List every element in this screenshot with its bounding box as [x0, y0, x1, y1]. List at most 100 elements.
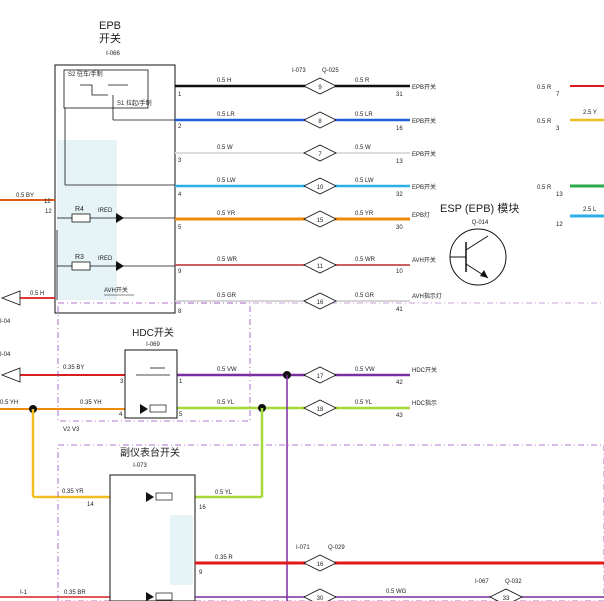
row-wire-left: 0.5 LR	[217, 112, 235, 118]
hdc-led-icon	[140, 404, 148, 414]
row-pin: 42	[396, 380, 403, 386]
row-pin: 30	[396, 225, 403, 231]
row-function: EPB开关	[412, 83, 436, 91]
row-wire-right: 0.5 VW	[355, 367, 375, 373]
left-connector-arrow-2-icon	[0, 367, 21, 383]
aux-pin-9: 9	[199, 570, 203, 576]
aux-out-wire: 0.5 YL	[215, 490, 233, 496]
inline-connector-row: 9	[303, 77, 337, 95]
hdc-code: I-069	[146, 342, 160, 348]
epb-code: I-066	[106, 51, 120, 57]
row-pin: 16	[396, 126, 403, 132]
connector-ref: Q-029	[328, 545, 345, 551]
row-wire-left: 0.5 LW	[217, 178, 236, 184]
left-wire-1-label: 0.5 BY	[16, 193, 34, 199]
svg-text:16: 16	[317, 300, 324, 306]
aux-wg-wire: 0.5 WG	[386, 589, 407, 595]
left-wire-5-pin: 14	[87, 502, 94, 508]
aux-dash-box	[57, 444, 604, 601]
esp-code: Q-014	[472, 220, 489, 226]
row-function: HDC开关	[412, 366, 437, 374]
ired-2-label: IRED	[98, 256, 113, 262]
epb-pin: 9	[178, 269, 182, 275]
aux-title: 副仪表台开关	[120, 446, 180, 459]
r4-resistor	[71, 213, 91, 223]
row-function: HDC指示	[412, 399, 437, 407]
svg-text:17: 17	[317, 374, 324, 380]
epb-title: EPB	[99, 20, 121, 32]
row-function: EPB开关	[412, 183, 436, 191]
inline-connector-row: 16	[303, 292, 337, 310]
hdc-dash-box	[57, 302, 251, 422]
s1-label: S1 拉起/手制	[117, 99, 152, 107]
inline-connector-aux: 30	[303, 588, 337, 601]
right-wire: 2.5 L	[583, 207, 597, 213]
row-function: AVH指示灯	[412, 292, 442, 300]
left-wire-1-pin: 12	[44, 199, 51, 205]
hdc-pin: 3	[120, 379, 124, 385]
row-wire-right: 0.5 WR	[355, 257, 376, 263]
esp-title: ESP (EPB) 模块	[440, 202, 519, 215]
inline-connector-row: 8	[303, 111, 337, 129]
inline-connector-row: 15	[303, 210, 337, 228]
s-switch-lever	[80, 84, 108, 96]
left-wire-3-label: 0.35 BY	[63, 365, 84, 371]
aux-led-2-icon	[146, 592, 154, 601]
connector-ref: I-073	[292, 68, 306, 74]
row-wire-left: 0.5 VW	[217, 367, 237, 373]
epb-subtitle: 开关	[99, 31, 121, 45]
svg-text:7: 7	[318, 152, 322, 158]
left-wire-4b-label: 0.35 YH	[80, 400, 102, 406]
connector-ref: I-071	[296, 545, 310, 551]
right-wire: 0.5 R	[537, 119, 552, 125]
hdc-title: HDC开关	[132, 326, 174, 339]
inline-connector-aux: 16	[303, 554, 337, 572]
row-wire-right: 0.5 LW	[355, 178, 374, 184]
right-wire: 2.5 Y	[583, 110, 597, 116]
inline-connector-row: 10	[303, 177, 337, 195]
epb-pin: 2	[178, 124, 182, 130]
row-wire-left: 0.5 YR	[217, 211, 236, 217]
hdc-pin: 1	[179, 379, 183, 385]
svg-text:8: 8	[318, 119, 322, 125]
right-pin: 7	[556, 92, 560, 98]
svg-text:15: 15	[317, 218, 324, 224]
row-pin: 10	[396, 269, 403, 275]
hdc-pin: 4	[119, 412, 123, 418]
left-wire-6-ref: I-1	[20, 590, 28, 596]
row-pin: 41	[396, 307, 403, 313]
row-wire-right: 0.5 GR	[355, 293, 375, 299]
right-wire: 0.5 R	[537, 85, 552, 91]
row-pin: 32	[396, 192, 403, 198]
row-wire-left: 0.5 GR	[217, 293, 237, 299]
aux-red-wire: 0.35 R	[215, 555, 233, 561]
epb-pin: 5	[178, 225, 182, 231]
svg-text:16: 16	[317, 562, 324, 568]
connector-ref: I-067	[475, 579, 489, 585]
left-wire-4-label: 0.5 YH	[0, 400, 18, 406]
right-pin: 12	[556, 222, 563, 228]
inline-connector-row: 18	[303, 399, 337, 417]
row-wire-left: 0.5 H	[217, 78, 231, 84]
avh-switch-label: AVH开关	[104, 286, 128, 294]
left-connector-arrow-icon	[0, 290, 21, 306]
left-wire-6-label: 0.35 BR	[64, 590, 86, 596]
inline-connector-row: 7	[303, 144, 337, 162]
svg-text:18: 18	[317, 407, 324, 413]
row-function: EPB开关	[412, 117, 436, 125]
row-wire-right: 0.5 YR	[355, 211, 374, 217]
inline-connector-row: 17	[303, 366, 337, 384]
connector-ref: Q-025	[322, 68, 339, 74]
aux-out-pin: 16	[199, 505, 206, 511]
ired-1-label: IRED	[98, 208, 113, 214]
svg-text:33: 33	[503, 596, 510, 601]
row-pin: 31	[396, 92, 403, 98]
connector-ref: Q-032	[505, 579, 522, 585]
dash-box-label: V2 V3	[63, 427, 80, 433]
row-pin: 13	[396, 159, 403, 165]
left-wire-3-ref: I-04	[0, 352, 11, 358]
aux-led-1-icon	[146, 492, 154, 502]
svg-text:30: 30	[317, 596, 324, 601]
left-wire-5-label: 0.35 YR	[62, 489, 84, 495]
row-function: AVH开关	[412, 256, 436, 264]
